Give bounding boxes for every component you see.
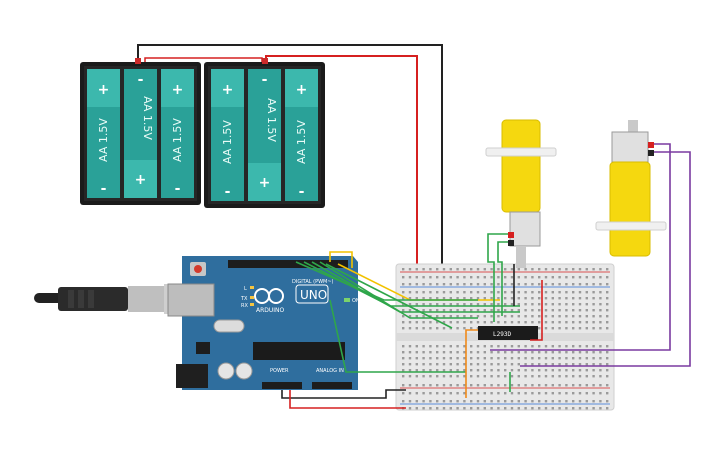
battery-cell: - AA 1.5V + [248,69,281,201]
power-label: POWER [270,368,289,374]
wire-green-1 [295,261,478,301]
cell-label: AA 1.5V [171,118,184,162]
arduino-uno-board[interactable]: DIGITAL (PWM~) ARDUINO UNO L TX RX ON PO… [167,256,360,390]
power-header[interactable] [262,382,302,389]
cell-label: AA 1.5V [265,98,278,142]
cell-terminal-bottom: + [259,175,271,191]
cell-terminal-bottom: - [225,184,231,200]
battery-cell: + AA 1.5V - [87,69,120,198]
wire-black-power [281,389,406,399]
cell-terminal-bottom: - [175,181,181,197]
arduino-logo-icon [254,288,284,304]
wire-black-battery [137,44,443,268]
wire-green-motor1 [487,233,508,322]
battery-cell: - AA 1.5V + [124,69,157,198]
cell-terminal-top: + [172,82,184,98]
battery-cell: + AA 1.5V - [161,69,194,198]
cell-terminal-top: + [222,82,234,98]
cell-terminal-top: + [98,82,110,98]
wire-purple-1 [490,143,671,351]
dc-motor-2[interactable] [595,120,667,257]
cell-terminal-bottom: + [135,172,147,188]
cell-terminal-bottom: - [101,181,107,197]
arduino-logo-text: ARDUINO [256,307,285,314]
wire-orange [465,329,478,398]
chip-label: L293D [493,331,511,338]
reset-button[interactable] [194,265,202,273]
wire-red-chip [530,280,543,341]
cell-label: AA 1.5V [141,96,154,140]
wire-pack-link [144,57,263,62]
cell-label: AA 1.5V [221,120,234,164]
cell-terminal-top: - [138,72,144,88]
cell-terminal-top: + [296,82,308,98]
arduino-model-text: UNO [300,288,327,302]
cell-terminal-top: - [262,72,268,88]
analog-header[interactable] [312,382,352,389]
cell-label: AA 1.5V [97,118,110,162]
wire-green-6 [329,299,466,373]
wire-green-4 [319,261,478,319]
wire-green-motor1b [497,241,508,316]
wire-yellow [329,251,353,268]
battery-pack-1[interactable]: + AA 1.5V - - AA 1.5V + + AA 1.5V - [80,62,201,205]
l293d-chip[interactable]: L293D [478,326,538,340]
battery-pack-2[interactable]: + AA 1.5V - - AA 1.5V + + AA 1.5V - [204,62,325,208]
led-l-label: L [244,286,247,292]
dc-motor-1[interactable] [485,119,557,268]
cell-terminal-bottom: - [299,184,305,200]
analog-label: ANALOG IN [316,368,344,374]
cell-label: AA 1.5V [295,120,308,164]
battery-wires[interactable] [135,44,443,268]
on-label: ON [352,298,360,304]
wire-red-power [289,390,406,409]
digital-header-label: DIGITAL (PWM~) [292,279,334,285]
wire-green-5 [325,263,453,329]
tx-label: TX [240,296,248,302]
wire-purple-2 [520,151,691,367]
battery-cell: + AA 1.5V - [211,69,244,201]
rx-label: RX [241,303,248,309]
signal-wires[interactable] [281,143,691,409]
battery-cell: + AA 1.5V - [285,69,318,201]
atmega-chip [253,342,345,360]
digital-header[interactable] [228,260,348,268]
